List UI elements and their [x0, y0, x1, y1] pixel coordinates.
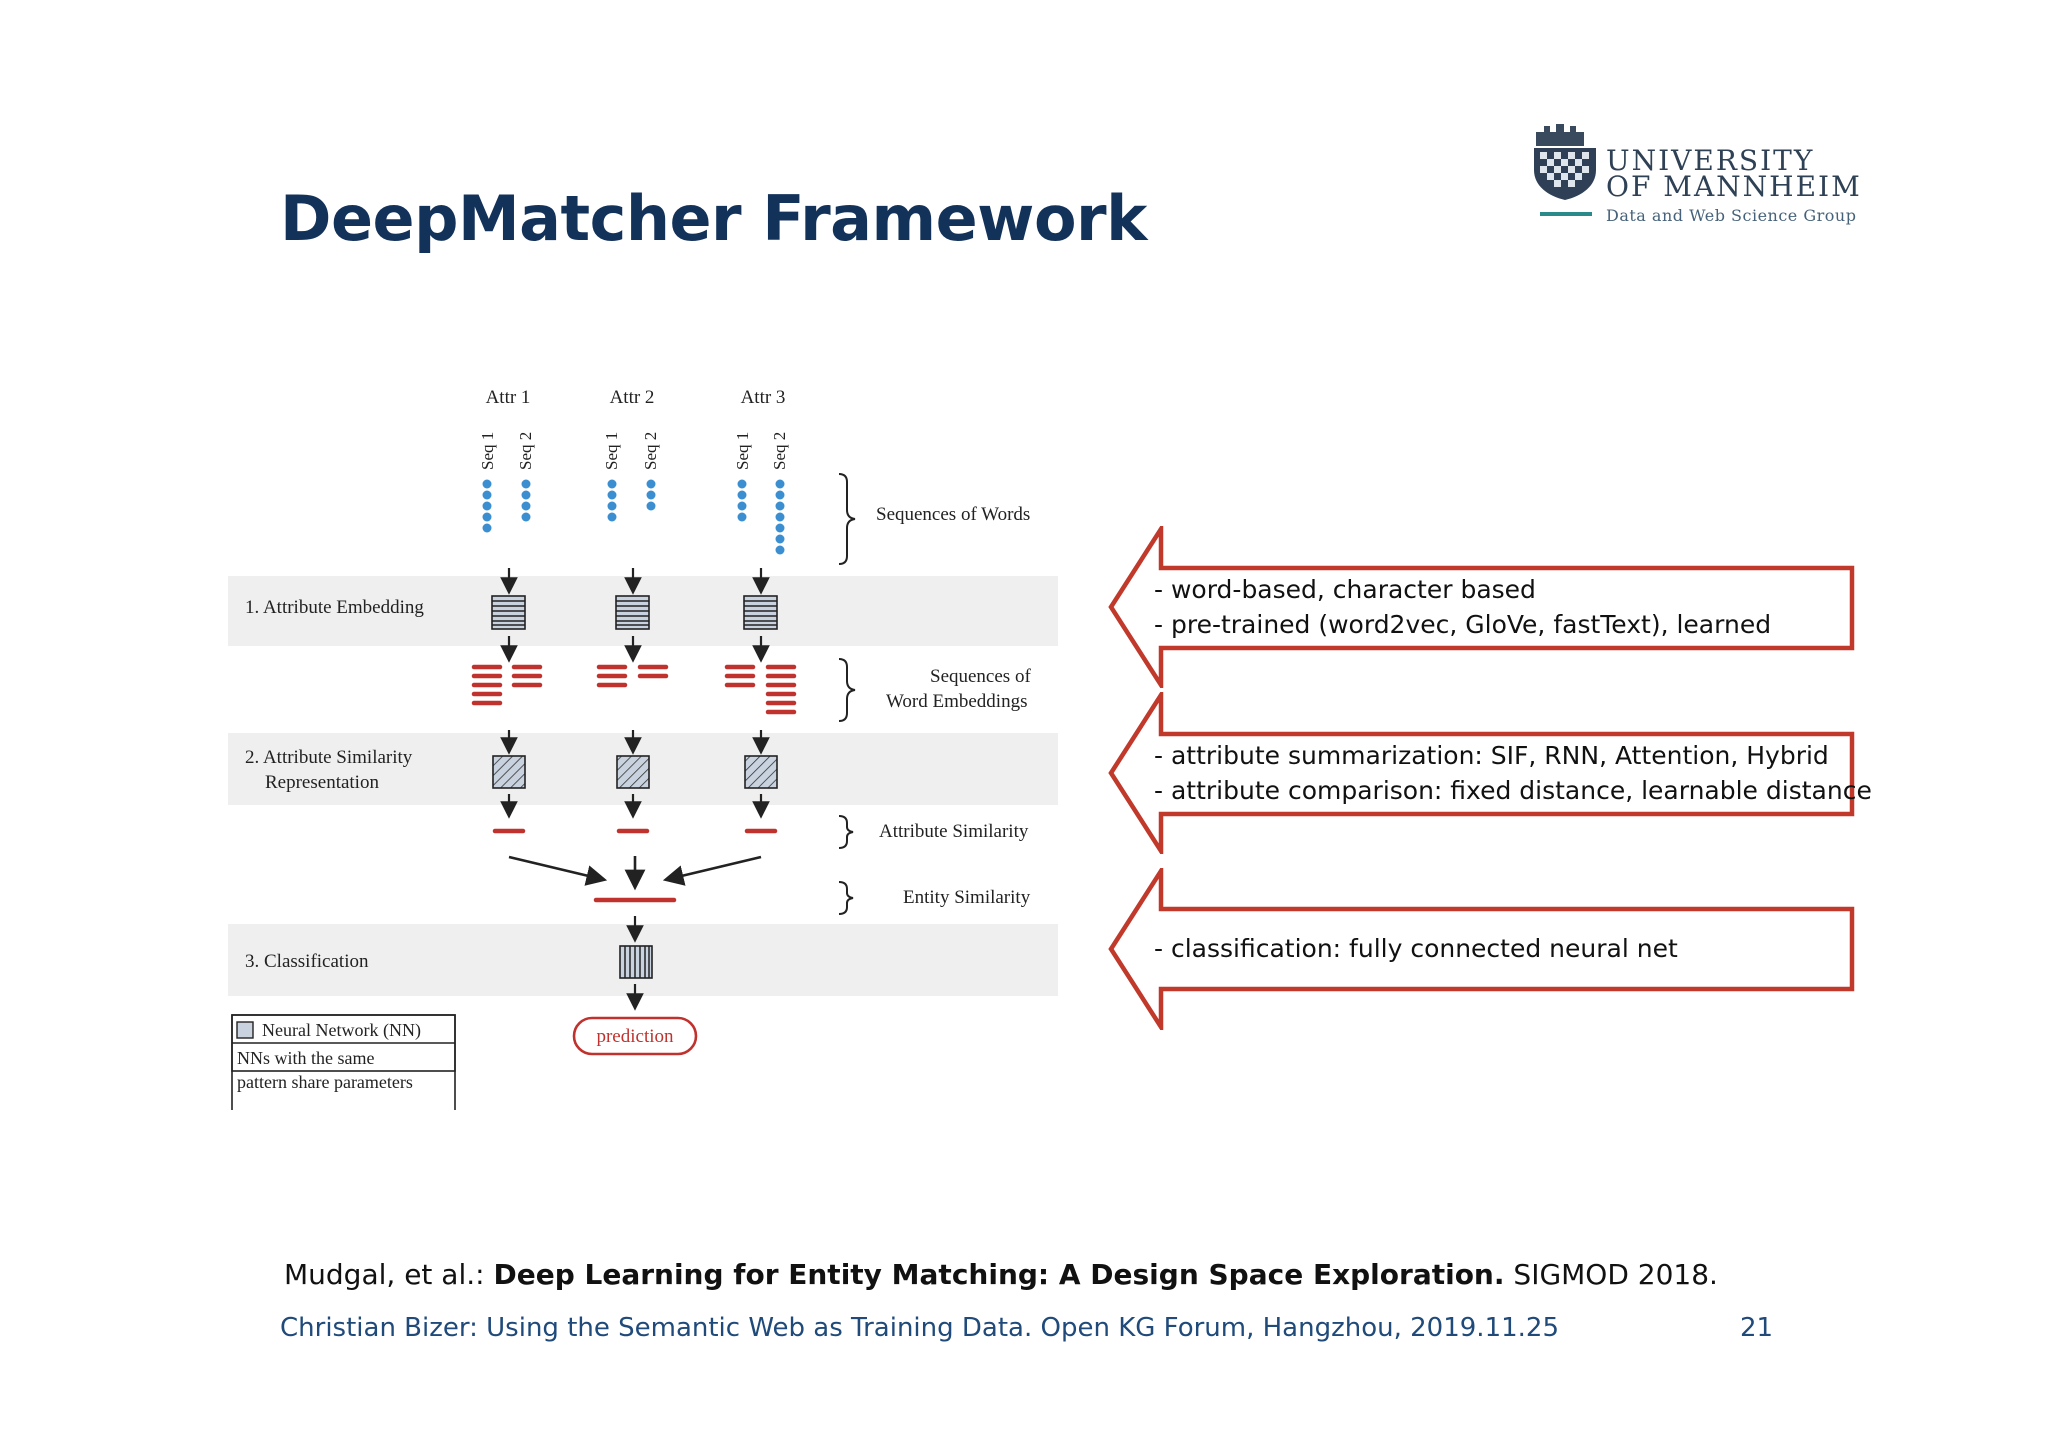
callout-line: - attribute summarization: SIF, RNN, Att… — [1154, 741, 1829, 770]
callout-similarity: - attribute summarization: SIF, RNN, Att… — [1108, 692, 1872, 854]
logo-line-1: UNIVERSITY — [1606, 144, 1815, 177]
classification-nn-box — [619, 945, 653, 979]
legend: Neural Network (NN) NNs with the same pa… — [231, 1014, 456, 1116]
brace-label-words: Sequences of Words — [876, 504, 1030, 525]
seq-label: Seq 2 — [770, 432, 789, 470]
seq-label: Seq 1 — [733, 432, 752, 470]
arrows-to-attr-sim — [500, 794, 770, 819]
logo-line-3: Data and Web Science Group — [1606, 206, 1857, 225]
prediction-pill — [572, 1016, 698, 1056]
stage-labels: 1. Attribute Embedding 2. Attribute Simi… — [245, 597, 424, 972]
legend-shared-2: pattern share parameters — [237, 1072, 413, 1092]
similarity-nn-boxes — [492, 755, 778, 789]
brace-label-emb-2: Word Embeddings — [886, 691, 1027, 712]
stage-label-1: 1. Attribute Embedding — [245, 597, 424, 618]
seq-label: Seq 1 — [602, 432, 621, 470]
word-dots — [482, 479, 785, 555]
word-embedding-bars — [471, 664, 797, 715]
legend-nn-label: Neural Network (NN) — [262, 1020, 421, 1041]
citation-venue: SIGMOD 2018. — [1504, 1258, 1718, 1291]
attr-label: Attr 2 — [610, 387, 655, 408]
citation: Mudgal, et al.: Deep Learning for Entity… — [284, 1258, 1718, 1291]
logo-line-2: OF MANNHEIM — [1606, 170, 1862, 203]
page-number: 21 — [1740, 1313, 1774, 1343]
deepmatcher-diagram: Attr 1 Attr 2 Attr 3 Seq 1 Seq 2 Seq 1 S… — [225, 370, 1065, 1116]
arrows-to-entity-sim — [508, 855, 762, 891]
callout-arrow-shape — [1108, 868, 1855, 1030]
brace-labels: Sequences of Words Sequences of Word Emb… — [876, 504, 1031, 908]
crest-icon — [1534, 124, 1596, 216]
stage-label-2b: Representation — [265, 772, 379, 793]
callout-arrow-shape — [1108, 526, 1855, 688]
seq-label: Seq 2 — [516, 432, 535, 470]
brace-label-attr-sim: Attribute Similarity — [879, 821, 1029, 842]
callout-line: - pre-trained (word2vec, GloVe, fastText… — [1154, 610, 1772, 639]
arrows-to-similarity — [500, 730, 770, 755]
brace-label-entity-sim: Entity Similarity — [903, 887, 1031, 908]
seq-label: Seq 1 — [478, 432, 497, 470]
attr-label: Attr 1 — [486, 387, 531, 408]
callout-line: - attribute comparison: fixed distance, … — [1154, 776, 1872, 805]
embedding-nn-boxes — [491, 595, 778, 630]
legend-nn-swatch — [236, 1021, 254, 1039]
legend-shared-1: NNs with the same — [237, 1048, 374, 1068]
slide-title: DeepMatcher Framework — [280, 182, 1147, 255]
prediction-label: prediction — [596, 1026, 674, 1047]
footer-text: Christian Bizer: Using the Semantic Web … — [280, 1313, 1560, 1343]
brace-icons — [838, 473, 856, 915]
callout-classification: - classification: fully connected neural… — [1108, 868, 1858, 1030]
arrows-to-word-embeddings — [500, 636, 770, 663]
citation-title: Deep Learning for Entity Matching: A Des… — [493, 1258, 1505, 1291]
arrows-to-embedding — [500, 568, 770, 595]
brace-label-emb-1: Sequences of — [930, 666, 1031, 687]
stage-label-2a: 2. Attribute Similarity — [245, 747, 413, 768]
university-logo: UNIVERSITY OF MANNHEIM Data and Web Scie… — [1528, 122, 1860, 232]
callout-arrow-shape — [1108, 692, 1855, 854]
callout-line: - classification: fully connected neural… — [1154, 934, 1678, 963]
seq-label: Seq 2 — [641, 432, 660, 470]
diagram-svg: Attr 1 Attr 2 Attr 3 Seq 1 Seq 2 Seq 1 S… — [228, 387, 1058, 1116]
citation-authors: Mudgal, et al.: — [284, 1258, 494, 1291]
stage-label-3: 3. Classification — [245, 951, 369, 972]
attribute-headers: Attr 1 Attr 2 Attr 3 Seq 1 Seq 2 Seq 1 S… — [478, 387, 789, 470]
callout-embedding: - word-based, character based - pre-trai… — [1108, 526, 1858, 688]
attr-label: Attr 3 — [741, 387, 786, 408]
callout-line: - word-based, character based — [1154, 575, 1536, 604]
